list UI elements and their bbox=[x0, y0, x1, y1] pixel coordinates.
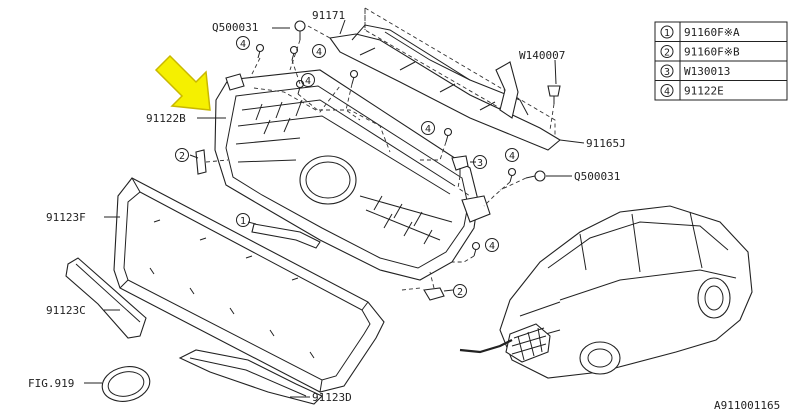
legend-row-3-part: W130013 bbox=[684, 65, 730, 78]
marker-4-a-text: 4 bbox=[240, 39, 246, 50]
marker-4-d: 4 bbox=[421, 121, 435, 135]
legend-row-4-part: 91122E bbox=[684, 85, 724, 98]
marker-1: 1 bbox=[236, 213, 250, 227]
grille-frame-91123f bbox=[113, 177, 385, 393]
screw-f bbox=[507, 167, 517, 183]
marker-1-text: 1 bbox=[240, 216, 246, 227]
molding-91123d bbox=[178, 349, 323, 405]
highlight-arrow bbox=[154, 54, 211, 111]
molding-91123c bbox=[65, 257, 147, 339]
label-fig919: FIG.919 bbox=[28, 377, 74, 390]
legend-row-1-num: 1 bbox=[664, 28, 670, 39]
screw-a bbox=[255, 43, 265, 59]
legend-row-1-part: 91160F※A bbox=[684, 26, 740, 39]
clip-bottom-right bbox=[423, 287, 445, 301]
front-grille-91122b bbox=[214, 69, 491, 281]
screw-d bbox=[349, 69, 359, 85]
label-91123c: 91123C bbox=[46, 304, 86, 317]
marker-2-right-text: 2 bbox=[457, 287, 463, 298]
label-q500031-top: Q500031 bbox=[212, 21, 258, 34]
emblem-fig919 bbox=[101, 366, 151, 402]
marker-2-left-text: 2 bbox=[179, 151, 185, 162]
label-91165j: 91165J bbox=[586, 137, 626, 150]
vehicle-sketch bbox=[459, 205, 753, 379]
screw-b bbox=[289, 45, 299, 61]
assembly-lines bbox=[205, 25, 555, 291]
marker-2-right: 2 bbox=[453, 284, 467, 298]
label-91171: 91171 bbox=[312, 9, 345, 22]
marker-4-e-text: 4 bbox=[509, 151, 515, 162]
marker-3-text: 3 bbox=[477, 158, 483, 169]
legend-box: 1 91160F※A 2 91160F※B 3 W130013 4 91122E bbox=[654, 21, 788, 101]
fasteners bbox=[255, 20, 561, 257]
marker-4-b: 4 bbox=[312, 44, 326, 58]
legend-row-4-num: 4 bbox=[664, 87, 670, 98]
screw-top bbox=[294, 20, 306, 40]
label-91123f: 91123F bbox=[46, 211, 86, 224]
screw-g bbox=[471, 241, 481, 257]
molding-91160f bbox=[251, 223, 321, 249]
screw-e bbox=[443, 127, 453, 143]
marker-4-c: 4 bbox=[301, 73, 315, 87]
marker-4-a: 4 bbox=[236, 36, 250, 50]
marker-4-e: 4 bbox=[505, 148, 519, 162]
legend-row-1: 1 91160F※A bbox=[660, 25, 740, 39]
bolt-q500031-right bbox=[525, 170, 546, 182]
marker-3: 3 bbox=[473, 155, 487, 169]
legend-row-2-num: 2 bbox=[664, 48, 670, 59]
nut-w130013 bbox=[451, 155, 469, 176]
clip-left bbox=[195, 149, 207, 175]
leader-lines bbox=[84, 19, 585, 398]
upper-bracket-91171 bbox=[329, 7, 561, 151]
marker-4-d-text: 4 bbox=[425, 124, 431, 135]
legend-row-2: 2 91160F※B bbox=[660, 45, 740, 59]
legend-row-2-part: 91160F※B bbox=[684, 46, 740, 59]
label-91122b: 91122B bbox=[146, 112, 186, 125]
figure-id: A911001165 bbox=[714, 399, 780, 412]
legend-row-3-num: 3 bbox=[664, 67, 670, 78]
label-w140007: W140007 bbox=[519, 49, 565, 62]
bolt-w140007 bbox=[547, 85, 561, 104]
yellow-arrow-icon bbox=[154, 54, 211, 111]
marker-4-c-text: 4 bbox=[305, 76, 311, 87]
marker-4-f: 4 bbox=[485, 238, 499, 252]
marker-2-left: 2 bbox=[175, 148, 189, 162]
label-q500031-right: Q500031 bbox=[574, 170, 620, 183]
legend-row-4: 4 91122E bbox=[660, 84, 724, 98]
legend-row-3: 3 W130013 bbox=[660, 64, 730, 78]
label-91123d: 91123D bbox=[312, 391, 352, 404]
marker-4-b-text: 4 bbox=[316, 47, 322, 58]
marker-4-f-text: 4 bbox=[489, 241, 495, 252]
